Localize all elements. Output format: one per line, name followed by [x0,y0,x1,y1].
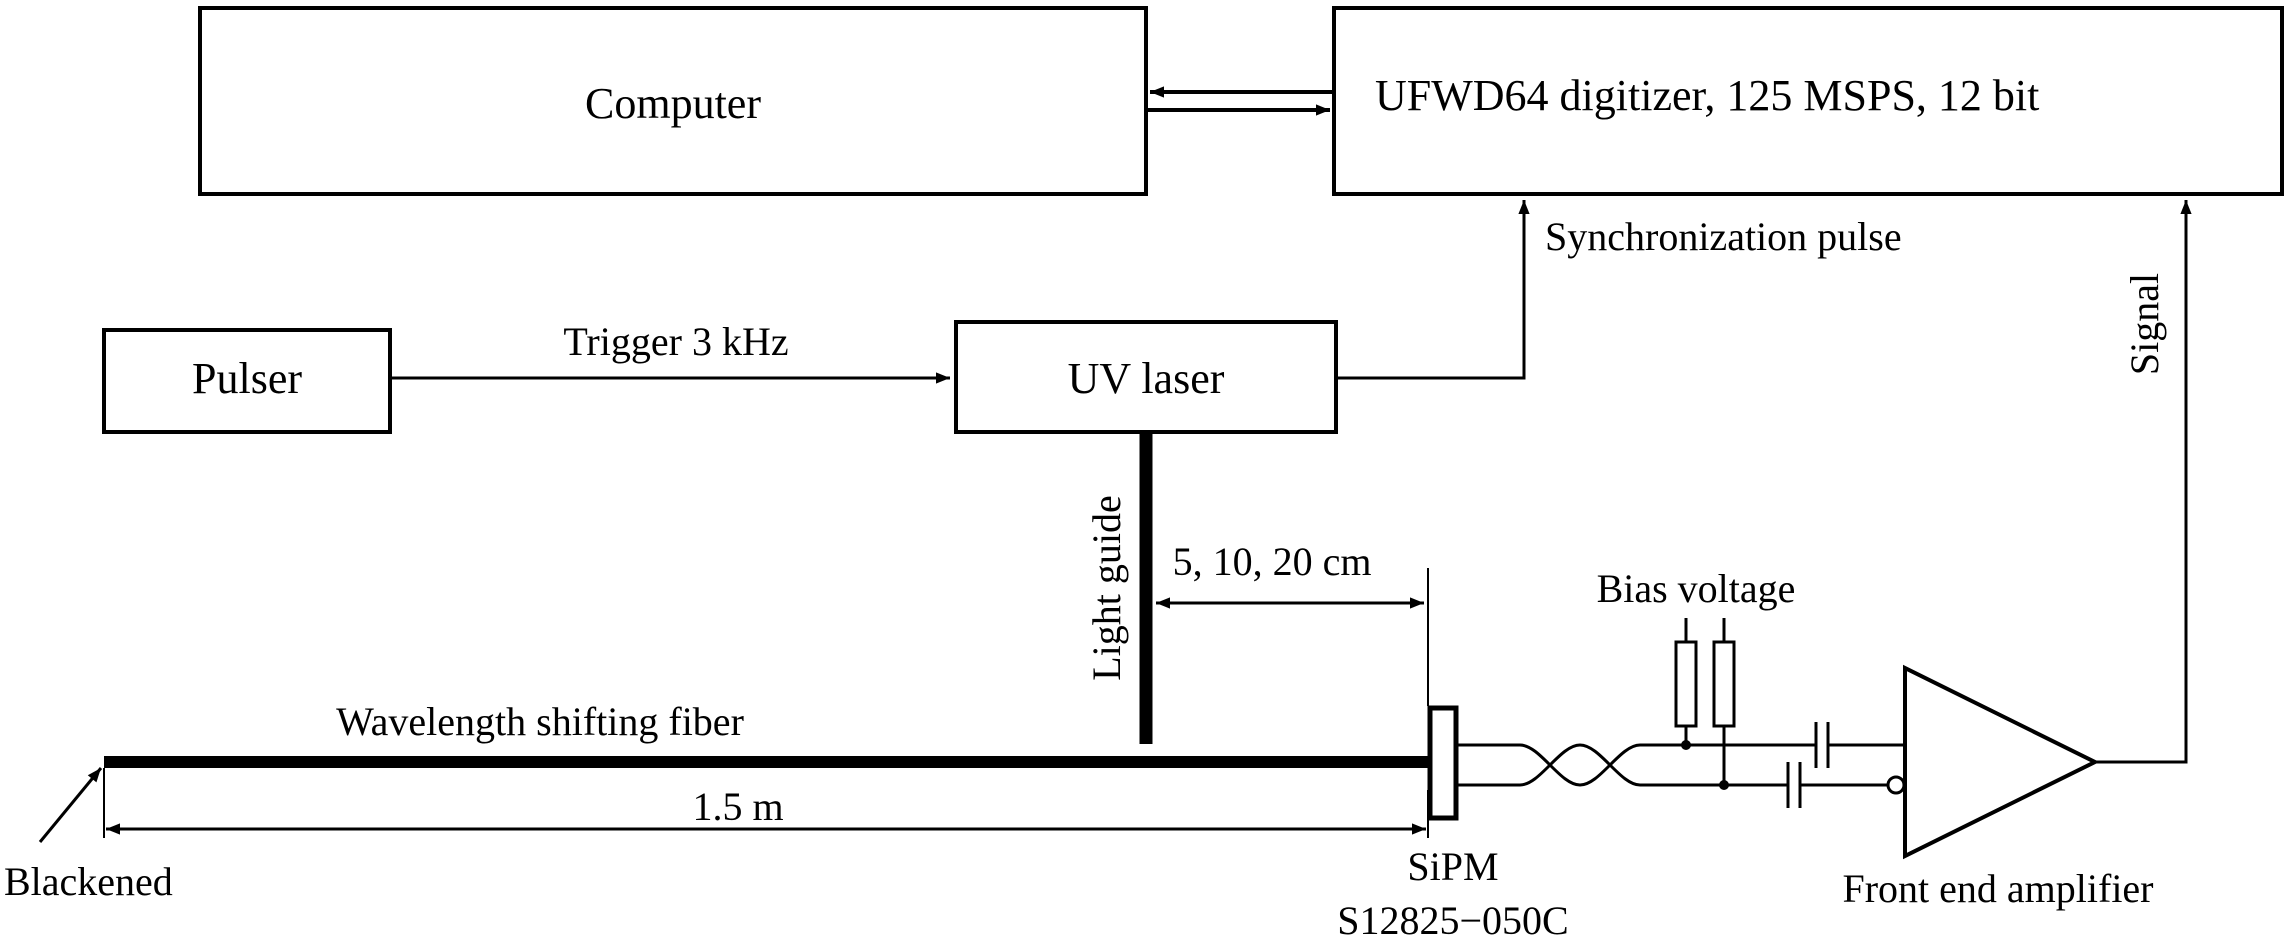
trigger-label: Trigger 3 kHz [563,319,788,364]
computer-label: Computer [585,79,761,128]
bias-voltage-label: Bias voltage [1597,566,1796,611]
blackened-label: Blackened [4,859,173,904]
inverting-input-icon [1886,775,1906,795]
uv-laser-label: UV laser [1068,354,1225,403]
sipm-label: SiPM [1407,844,1498,889]
pulser-block: Pulser [102,328,392,434]
blackened-arrow [38,767,103,843]
pulser-label: Pulser [192,354,302,403]
signal-label: Signal [2122,273,2167,375]
front-end-amplifier [1886,664,2100,860]
digitizer-block: UFWD64 digitizer, 125 MSPS, 12 bit [1332,6,2284,196]
sipm-body [1427,705,1459,821]
sync-pulse-label: Synchronization pulse [1545,214,1902,259]
digitizer-label: UFWD64 digitizer, 125 MSPS, 12 bit [1375,71,2039,120]
signal-arrow [2095,200,2192,764]
twisted-pair-cable [1456,743,1905,787]
computer-block: Computer [198,6,1148,196]
coupling-capacitors [1786,722,1830,808]
sync-pulse-arrow [1336,200,1530,380]
distance-label: 5, 10, 20 cm [1173,539,1372,584]
fiber-length-label: 1.5 m [692,784,783,829]
bias-resistors [1674,618,1736,790]
uv-laser-block: UV laser [954,320,1338,434]
sipm-model-label: S12825−050C [1337,898,1568,943]
light-guide-label: Light guide [1084,495,1129,681]
amplifier-label: Front end amplifier [1842,866,2153,911]
fiber-label: Wavelength shifting fiber [336,699,744,744]
